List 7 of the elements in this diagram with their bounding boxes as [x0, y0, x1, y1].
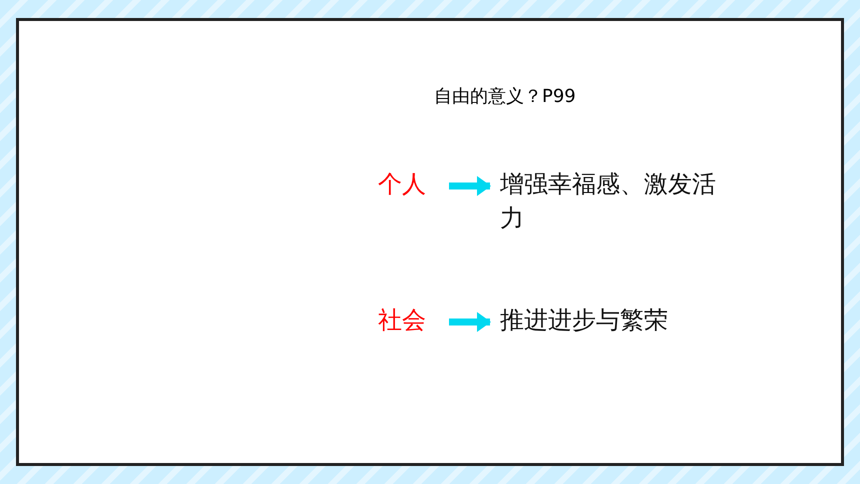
title: 自由的意义？P99 — [434, 85, 576, 108]
category-label: 个人 — [372, 165, 446, 203]
result-text: 增强幸福感、激发活力 — [494, 165, 724, 237]
result-text: 推进进步与繁荣 — [494, 301, 724, 339]
category-label: 社会 — [372, 301, 446, 339]
arrow — [449, 312, 491, 332]
arrow — [449, 176, 491, 196]
